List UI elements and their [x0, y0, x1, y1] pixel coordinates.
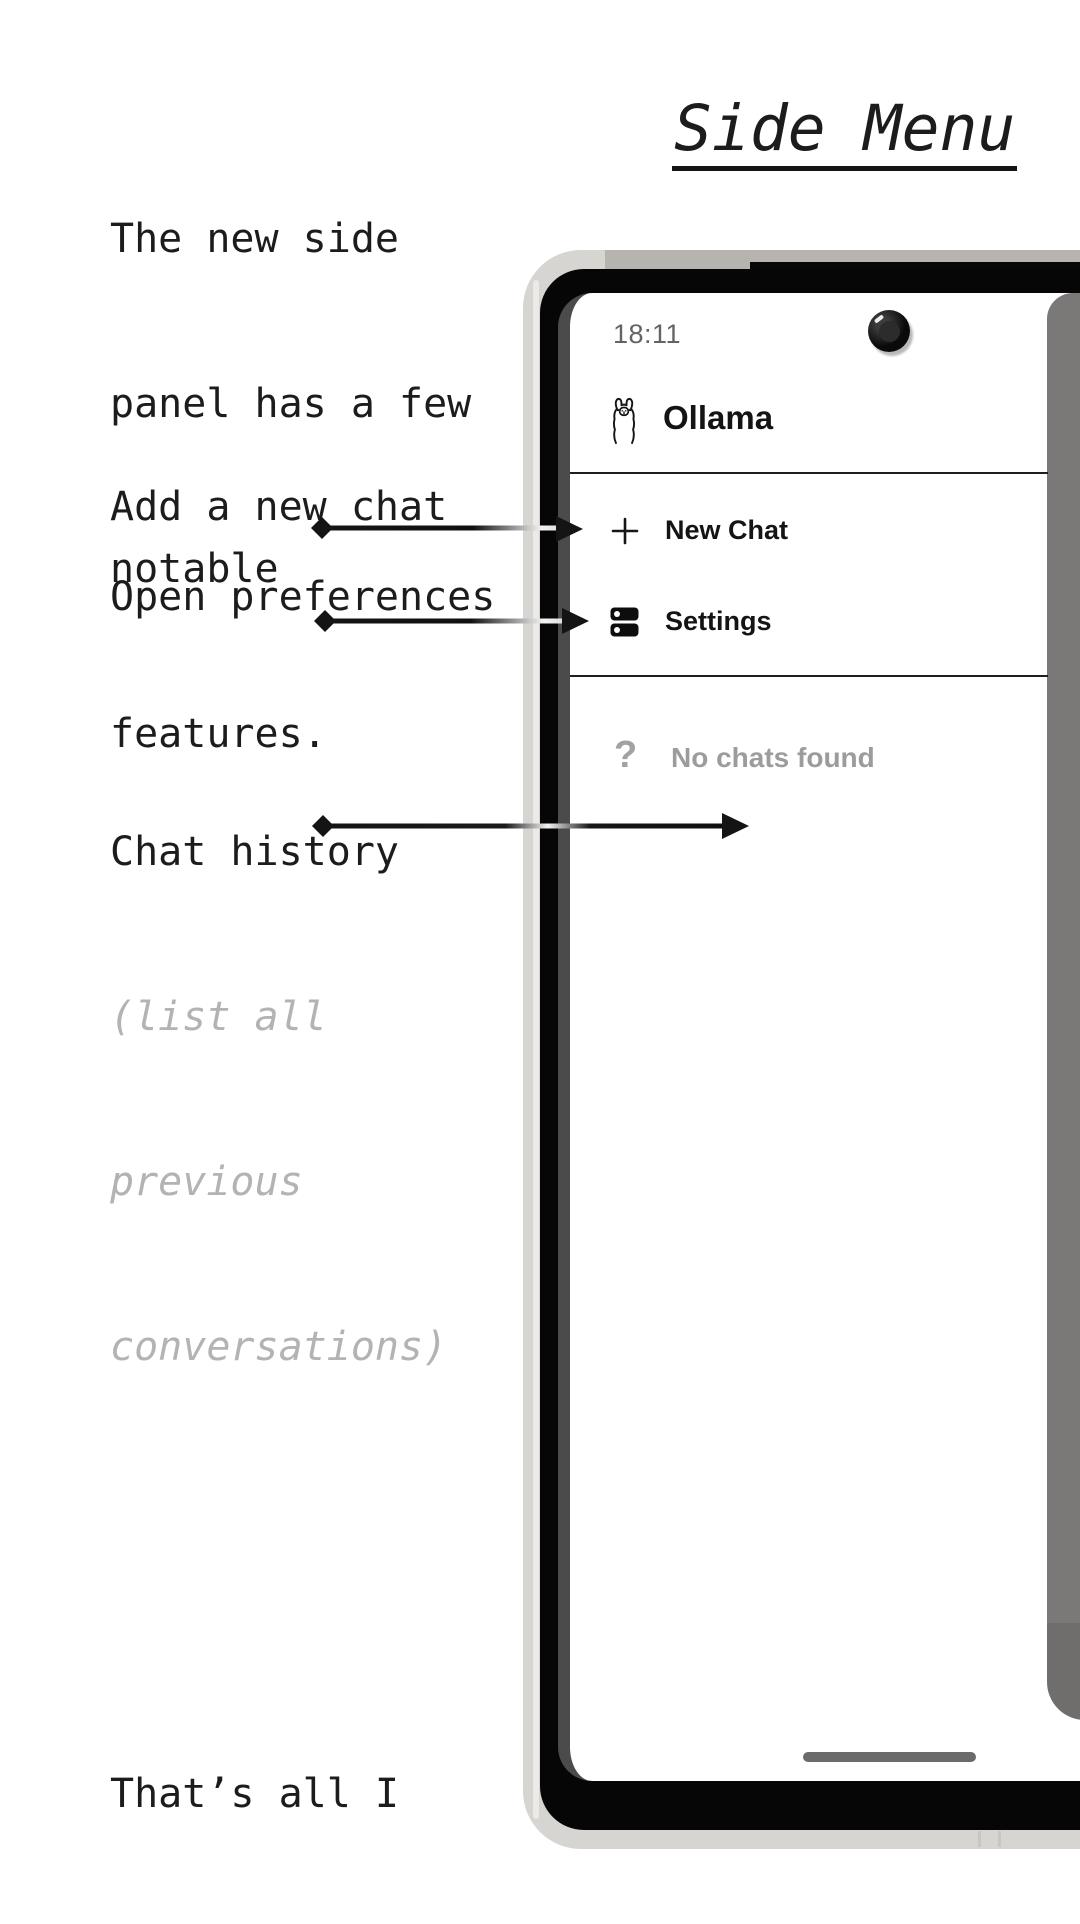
annotation-new-chat: Add a new chat — [110, 484, 448, 530]
camera-lens — [879, 321, 900, 342]
status-bar-clock: 18:11 — [613, 319, 682, 349]
annotation-chat-history: Chat history — [110, 829, 399, 875]
drawer-scrim[interactable] — [1047, 293, 1080, 1720]
outro-line: That’s all I — [110, 1771, 399, 1817]
menu-item-new-chat[interactable]: New Chat — [665, 515, 789, 545]
intro-line: panel has a few — [110, 381, 472, 427]
annotation-chat-history-note: (list all previous conversations) — [110, 880, 447, 1485]
llama-logo-icon — [608, 396, 640, 448]
history-note-line: conversations) — [110, 1324, 448, 1370]
intro-line: features. — [110, 711, 327, 757]
intro-line: The new side — [110, 216, 399, 262]
navigation-handle[interactable] — [803, 1752, 976, 1762]
question-mark-icon: ? — [614, 734, 638, 776]
antenna-line — [978, 1831, 981, 1847]
intro-line: notable — [110, 546, 279, 592]
dns-icon[interactable] — [610, 607, 639, 641]
page-title: Side Menu — [672, 94, 1018, 171]
history-note-line: (list all — [110, 994, 327, 1040]
outro-note: That’s all I have to say. Have fun! — [110, 1657, 399, 1924]
drawer-divider — [570, 472, 1048, 474]
phone-screen: 18:11 — [558, 293, 1080, 1781]
history-note-line: previous — [110, 1159, 303, 1205]
camera-icon — [868, 310, 910, 352]
phone-frame-antenna-notch — [750, 262, 1080, 272]
annotation-settings: Open preferences — [110, 574, 496, 620]
app-name: Ollama — [663, 399, 774, 436]
drawer-divider — [570, 675, 1048, 677]
phone-mockup: 18:11 — [523, 250, 1080, 1849]
antenna-line — [998, 1831, 1001, 1847]
intro-note: The new side panel has a few notable fea… — [110, 102, 471, 872]
plus-icon[interactable] — [611, 517, 639, 549]
phone-bezel: 18:11 — [540, 269, 1080, 1830]
empty-state-text: No chats found — [671, 742, 875, 773]
menu-item-settings[interactable]: Settings — [665, 606, 772, 636]
phone-frame-edge-highlight — [533, 280, 539, 1819]
